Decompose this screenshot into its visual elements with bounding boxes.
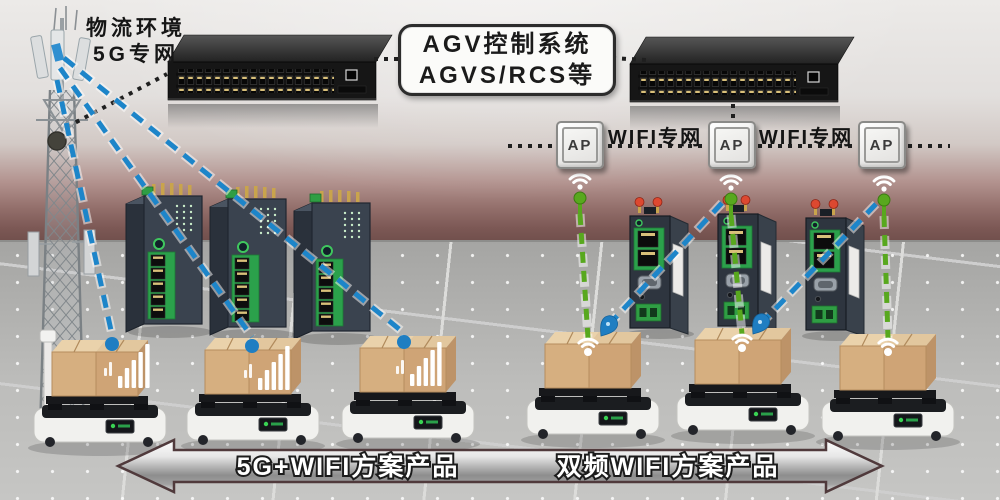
ap-box-3: AP [858,121,906,169]
wifi-link-blue-agv5 [755,202,878,330]
agv-robot-4 [520,331,666,449]
core-switch-left [167,34,393,129]
5g-links [52,54,880,340]
5g-link-agv2 [57,66,255,339]
ap-box-2: AP [708,121,756,169]
banner-left-label: 5G+WIFI方案产品 [237,452,460,481]
5g-link-agv3 [62,56,406,335]
wifi-links [575,213,893,339]
agv-robot-2 [180,337,326,455]
control-box-line2: AGVS/RCS等 [418,62,596,89]
tower-label-line1: 物流环境 [86,17,186,40]
ap-antenna-icon-3 [872,175,896,218]
tower-label-line2: 5G专网 [92,43,179,66]
banner-right-label: 双频WIFI方案产品 [557,452,780,481]
ap-box-2-label: AP [714,127,750,163]
ap-box-1-label: AP [562,127,598,163]
wifi-link-green-agv4 [577,213,591,339]
control-box-line1: AGV控制系统 [422,31,592,58]
ap-box-3-label: AP [864,127,900,163]
core-switch-right [629,36,855,131]
wifi-link-blue-agv4 [602,201,724,332]
wifi-zone-label-1: WIFI专网 [607,127,703,149]
5g-router-3 [293,189,381,346]
wifi-link-green-agv5 [728,214,745,335]
agv-control-system-box: AGV控制系统 AGVS/RCS等 [398,24,616,96]
agv-robot-3 [335,335,481,453]
tower-label: 物流环境 5G专网 [78,16,194,68]
ap-antenna-icon-1 [568,173,592,216]
wifi-link-green-agv6 [881,215,891,339]
wifi-zone-label-2: WIFI专网 [758,127,854,149]
double-arrow-shape [115,438,885,494]
5g-router-1 [125,182,213,339]
ap-box-1: AP [556,121,604,169]
wifi-router-2 [713,194,783,338]
solution-banner: 5G+WIFI方案产品 双频WIFI方案产品 [115,438,885,494]
